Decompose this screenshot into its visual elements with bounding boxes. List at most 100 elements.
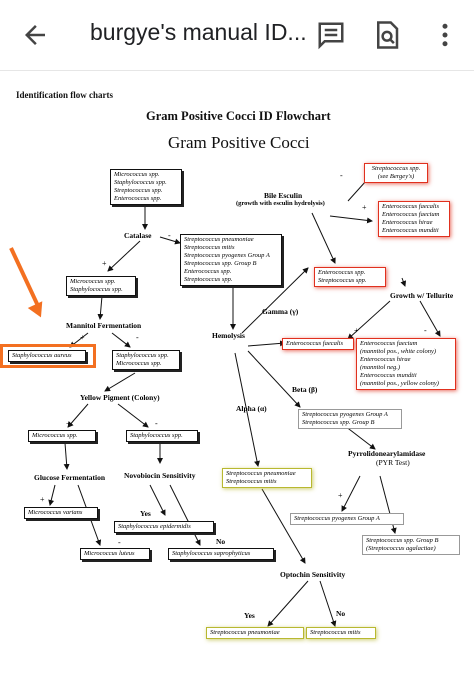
box-pyr-positive: Streptococcus pyogenes Group A bbox=[290, 513, 404, 525]
document-page: Identification flow charts Gram Positive… bbox=[0, 71, 474, 691]
box-line: Staphylococcus epidermidis bbox=[118, 523, 191, 530]
doc-heading: Identification flow charts bbox=[16, 90, 113, 100]
sign-minus: - bbox=[118, 538, 121, 547]
box-line: Streptococcus pyogenes Group A bbox=[302, 411, 388, 418]
box-staph-saprophyticus: Staphylococcus saprophyticus bbox=[168, 548, 274, 560]
box-micrococcus-varians: Micrococcus varians bbox=[24, 507, 98, 519]
label-beta: Beta (β) bbox=[292, 385, 318, 394]
label-yes: Yes bbox=[244, 611, 255, 620]
box-line: Streptococcus spp. Group B bbox=[184, 260, 257, 267]
label-bile-esculin-sub: (growth with esculin hydrolysis) bbox=[236, 200, 325, 207]
box-pyr-negative: Streptococcus spp. Group B(Streptococcus… bbox=[362, 535, 460, 555]
box-line: Streptococcus spp. Group B bbox=[302, 419, 375, 426]
box-line: Staphylococcus spp. bbox=[116, 352, 169, 359]
sign-plus: + bbox=[66, 419, 71, 428]
label-glucose: Glucose Fermentation bbox=[34, 473, 106, 482]
box-line: Enterococcus faecium bbox=[382, 211, 440, 218]
sign-plus: + bbox=[354, 326, 359, 335]
box-micrococcus: Micrococcus spp. bbox=[28, 430, 96, 442]
box-line: Streptococcus pneumoniae bbox=[210, 629, 280, 636]
arrow-back-icon[interactable] bbox=[20, 20, 50, 50]
label-mannitol: Mannitol Fermentation bbox=[66, 321, 142, 330]
box-line: Micrococcus spp. bbox=[32, 432, 78, 439]
box-strep-bergey: Streptococcus spp.(see Bergey's) bbox=[364, 163, 428, 183]
box-line: (mannitol pos., yellow colony) bbox=[360, 380, 439, 387]
box-line: Micrococcus spp. bbox=[116, 360, 162, 367]
box-line: Enterococcus hirae bbox=[382, 219, 433, 226]
box-line: (mannitol neg.) bbox=[360, 364, 401, 371]
box-line: Streptococcus pyogenes Group A bbox=[294, 515, 380, 522]
box-line: Enterococcus mundtii bbox=[382, 227, 439, 234]
box-line: Streptococcus pneumoniae bbox=[226, 470, 296, 477]
box-line: Micrococcus spp. bbox=[70, 278, 116, 285]
box-line: Enterococcus mundtii bbox=[360, 372, 417, 379]
document-title: burgye's manual ID... bbox=[90, 19, 307, 45]
label-tellurite: Growth w/ Tellurite bbox=[390, 291, 454, 300]
box-line: (see Bergey's) bbox=[377, 173, 415, 180]
box-line: Staphylococcus aureus bbox=[12, 352, 72, 359]
box-line: Streptococcus spp. bbox=[318, 277, 367, 284]
label-gamma: Gamma (γ) bbox=[262, 307, 299, 316]
sign-plus: + bbox=[102, 259, 107, 268]
box-line: Streptococcus spp. Group B bbox=[366, 537, 439, 544]
label-optochin: Optochin Sensitivity bbox=[280, 570, 346, 579]
sign-minus: - bbox=[168, 231, 171, 240]
box-line: Streptococcus mitis bbox=[226, 478, 277, 485]
box-line: (mannitol pos., white colony) bbox=[360, 348, 437, 355]
box-line: Staphylococcus spp. bbox=[70, 286, 123, 293]
root-label: Gram Positive Cocci bbox=[168, 133, 310, 152]
sign-plus: + bbox=[338, 491, 343, 500]
label-pyr-sub: (PYR Test) bbox=[376, 458, 410, 467]
box-line: Staphylococcus spp. bbox=[114, 179, 167, 186]
box-line: Enterococcus spp. bbox=[184, 268, 232, 275]
box-line: Streptococcus spp. bbox=[114, 187, 163, 194]
box-micrococcus-luteus: Micrococcus luteus bbox=[80, 548, 150, 560]
comment-icon[interactable] bbox=[316, 20, 346, 50]
highlight-box bbox=[0, 344, 96, 368]
box-line: Enterococcus faecalis bbox=[382, 203, 439, 210]
box-line: Micrococcus luteus bbox=[84, 550, 135, 557]
box-optochin-yes: Streptococcus pneumoniae bbox=[206, 627, 304, 639]
box-line: Enterococcus spp. bbox=[114, 195, 162, 202]
box-line: Staphylococcus saprophyticus bbox=[172, 550, 251, 557]
label-no: No bbox=[216, 537, 226, 546]
box-line: Enterococcus hirae bbox=[360, 356, 411, 363]
box-line: (Streptococcus agalactiae) bbox=[366, 545, 436, 552]
chart-title: Gram Positive Cocci ID Flowchart bbox=[146, 109, 331, 123]
box-staph-aureus: Staphylococcus aureus bbox=[8, 350, 86, 362]
sign-plus: + bbox=[80, 333, 85, 342]
label-yellow-pigment: Yellow Pigment (Colony) bbox=[80, 393, 160, 402]
sign-minus: - bbox=[340, 171, 343, 180]
box-staph-epidermidis: Staphylococcus epidermidis bbox=[114, 521, 214, 533]
box-line: Streptococcus pyogenes Group A bbox=[184, 252, 270, 259]
box-catalase-positive: Micrococcus spp.Staphylococcus spp. bbox=[66, 276, 136, 296]
sign-plus: + bbox=[362, 203, 367, 212]
find-in-page-icon[interactable] bbox=[372, 20, 402, 50]
sign-minus: - bbox=[155, 419, 158, 428]
box-mannitol-negative: Staphylococcus spp.Micrococcus spp. bbox=[112, 350, 180, 370]
label-yes: Yes bbox=[140, 509, 151, 518]
box-root-list: Micrococcus spp.Staphylococcus spp.Strep… bbox=[110, 169, 182, 205]
box-line: Staphylococcus spp. bbox=[130, 432, 183, 439]
box-entero-faecalis: Enterococcus faecalis bbox=[282, 338, 354, 350]
box-optochin-no: Streptococcus mitis bbox=[306, 627, 376, 639]
label-hemolysis: Hemolysis bbox=[212, 331, 245, 340]
box-staphylococcus: Staphylococcus spp. bbox=[126, 430, 198, 442]
box-line: Enterococcus faecalis bbox=[286, 340, 343, 347]
app-bar: burgye's manual ID... bbox=[0, 0, 474, 71]
label-pyr: Pyrrolidonearylamidase bbox=[348, 449, 426, 458]
label-novobiocin: Novobiocin Sensitivity bbox=[124, 471, 196, 480]
box-line: Enterococcus faecium bbox=[360, 340, 418, 347]
box-tellurite-negative: Enterococcus faecium(mannitol pos., whit… bbox=[356, 338, 456, 390]
box-line: Enterococcus spp. bbox=[318, 269, 366, 276]
box-line: Micrococcus varians bbox=[28, 509, 83, 516]
more-vert-icon[interactable] bbox=[430, 20, 460, 50]
box-line: Streptococcus mitis bbox=[184, 244, 235, 251]
sign-plus: + bbox=[40, 495, 45, 504]
box-line: Micrococcus spp. bbox=[114, 171, 160, 178]
label-catalase: Catalase bbox=[124, 231, 152, 240]
